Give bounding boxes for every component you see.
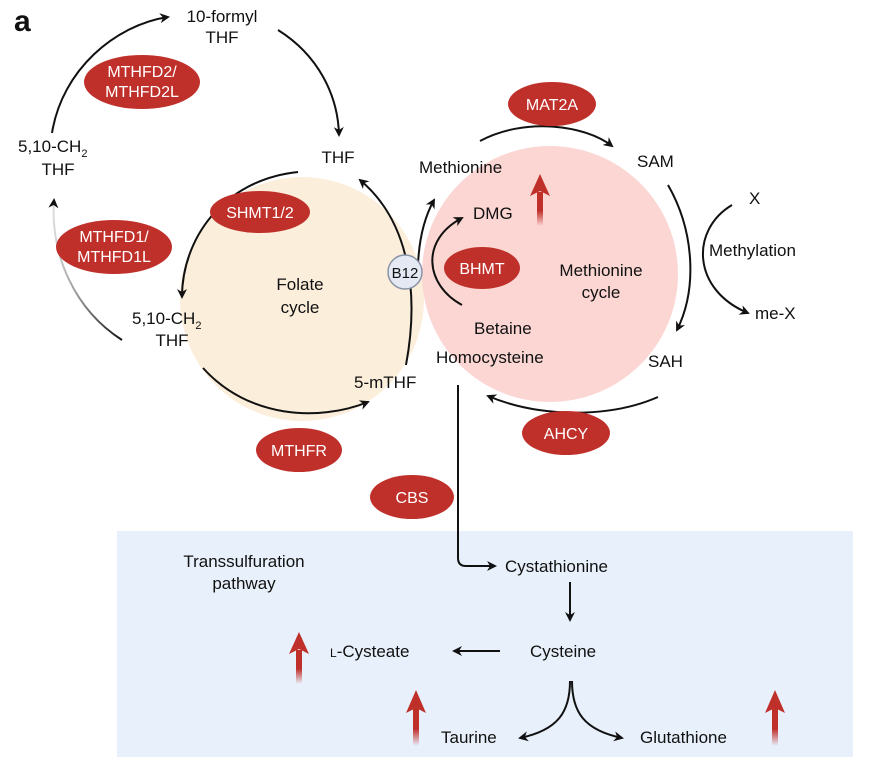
taurine-label: Taurine bbox=[441, 728, 497, 747]
transsulfuration-title-line2: pathway bbox=[212, 574, 276, 593]
svg-text:MTHFD2/: MTHFD2/ bbox=[107, 64, 177, 81]
ch2-thf-top-label: 5,10-CH2 bbox=[18, 137, 87, 160]
x-label: X bbox=[749, 189, 760, 208]
mthf-label: 5-mTHF bbox=[354, 373, 416, 392]
enzyme-cbs: CBS bbox=[370, 475, 454, 519]
betaine-label: Betaine bbox=[474, 319, 532, 338]
enzyme-mthfr: MTHFR bbox=[256, 428, 342, 472]
svg-text:SHMT1/2: SHMT1/2 bbox=[226, 205, 294, 222]
methionine-label: Methionine bbox=[419, 158, 502, 177]
transsulfuration-title: Transsulfuration bbox=[183, 552, 304, 571]
arrow-cysteine-to-taurine bbox=[518, 680, 571, 742]
arrow-ch2thf-bottom-to-ch2thf-top bbox=[48, 198, 123, 341]
formyl-thf-label-line2: THF bbox=[205, 28, 238, 47]
svg-text:MTHFD1/: MTHFD1/ bbox=[79, 229, 149, 246]
methionine-cycle-label-line2: cycle bbox=[582, 283, 621, 302]
svg-text:MTHFR: MTHFR bbox=[271, 443, 327, 460]
homocysteine-label: Homocysteine bbox=[436, 348, 544, 367]
enzyme-shmt: SHMT1/2 bbox=[210, 191, 310, 233]
arrow-cysteine-to-glutathione bbox=[571, 680, 624, 742]
svg-text:BHMT: BHMT bbox=[459, 261, 505, 278]
arrow-homocysteine-to-methionine bbox=[417, 198, 435, 266]
formyl-thf-label: 10-formyl bbox=[187, 7, 258, 26]
sah-label: SAH bbox=[648, 352, 683, 371]
svg-text:MTHFD2L: MTHFD2L bbox=[105, 84, 179, 101]
b12-cofactor bbox=[387, 254, 423, 290]
up-arrow-methionine bbox=[530, 174, 550, 226]
ch2-thf-bottom-label: 5,10-CH2 bbox=[132, 309, 201, 332]
panel-label: a bbox=[14, 5, 31, 38]
up-arrow-taurine bbox=[406, 690, 426, 746]
arrow-formylthf-to-thf bbox=[277, 29, 344, 137]
arrow-ch2thf-to-formylthf bbox=[51, 13, 170, 134]
methionine-cycle-circle bbox=[422, 146, 678, 402]
ch2-thf-bottom-label-line2: THF bbox=[155, 331, 188, 350]
transsulfuration-panel bbox=[117, 531, 853, 757]
up-arrow-cysteate bbox=[289, 632, 309, 684]
arrow-sam-to-sah bbox=[667, 184, 692, 332]
arrow-homocysteine-to-cystathionine bbox=[457, 385, 497, 571]
svg-text:MAT2A: MAT2A bbox=[526, 97, 578, 114]
cysteate-label: L-Cysteate bbox=[330, 642, 409, 661]
methylation-label: Methylation bbox=[709, 241, 796, 260]
svg-text:MTHFD1L: MTHFD1L bbox=[77, 249, 151, 266]
ch2-thf-top-label-line2: THF bbox=[41, 160, 74, 179]
svg-text:CBS: CBS bbox=[396, 490, 429, 507]
sam-label: SAM bbox=[637, 152, 674, 171]
enzyme-mthfd1: MTHFD1/ MTHFD1L bbox=[56, 220, 172, 274]
up-arrow-glutathione bbox=[765, 690, 785, 746]
cystathionine-label: Cystathionine bbox=[505, 557, 608, 576]
cysteine-label: Cysteine bbox=[530, 642, 596, 661]
enzyme-mthfd2: MTHFD2/ MTHFD2L bbox=[84, 55, 200, 109]
folate-cycle-label: Folate bbox=[276, 275, 323, 294]
enzyme-mat2a: MAT2A bbox=[508, 82, 596, 126]
folate-cycle-label-line2: cycle bbox=[281, 298, 320, 317]
me-x-label: me-X bbox=[755, 304, 796, 323]
folate-cycle-circle bbox=[180, 177, 424, 421]
arrow-methionine-to-sam bbox=[479, 125, 614, 148]
dmg-label: DMG bbox=[473, 204, 513, 223]
svg-text:AHCY: AHCY bbox=[544, 426, 589, 443]
thf-label: THF bbox=[321, 148, 354, 167]
enzyme-bhmt: BHMT bbox=[444, 247, 520, 289]
glutathione-label: Glutathione bbox=[640, 728, 727, 747]
arrow-betaine-to-dmg bbox=[431, 217, 464, 306]
enzyme-ahcy: AHCY bbox=[522, 411, 610, 455]
arrow-x-to-me-x bbox=[702, 204, 750, 315]
methionine-cycle-label: Methionine bbox=[559, 261, 642, 280]
b12-label: B12 bbox=[392, 265, 419, 282]
arrow-ch2thf-to-mthf bbox=[202, 367, 370, 415]
